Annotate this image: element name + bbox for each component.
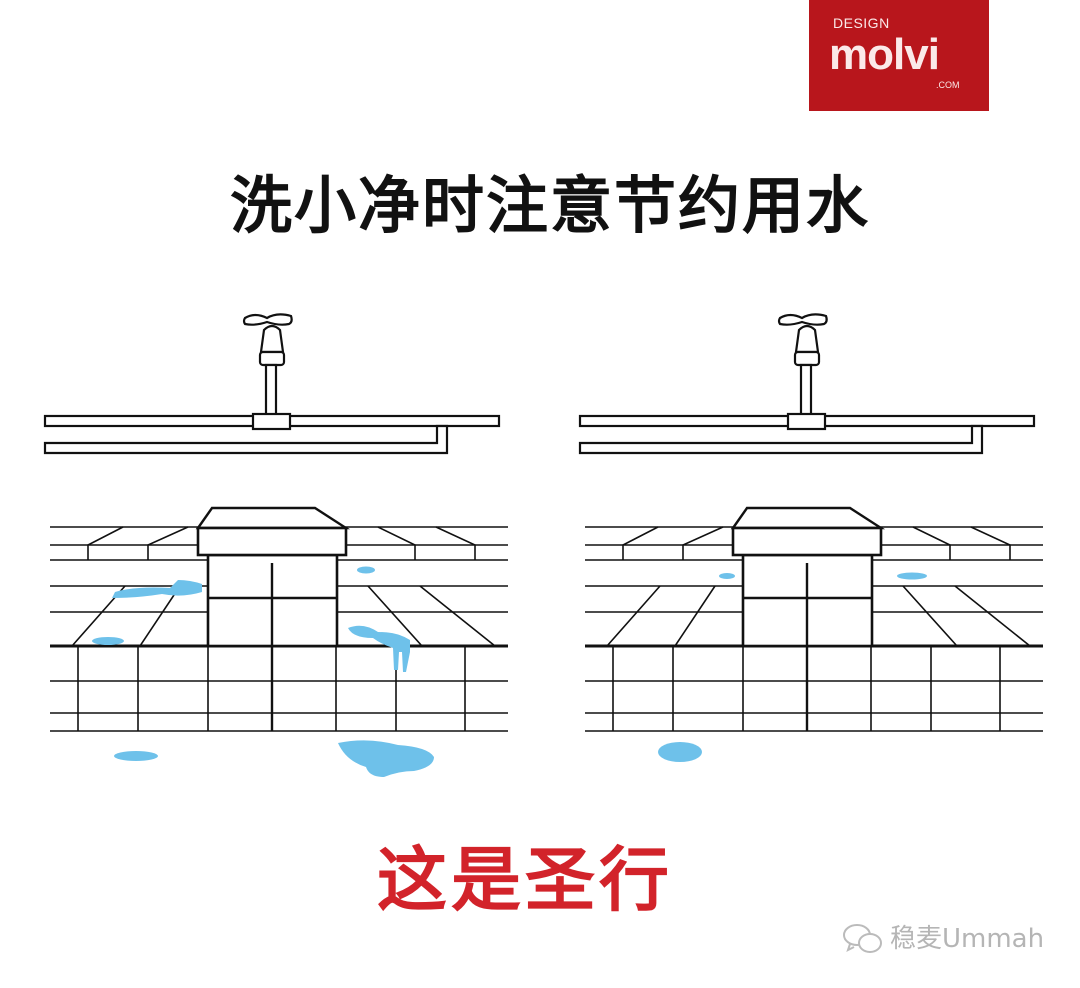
wasteful-scene (43, 312, 510, 733)
logo-com: .COM (936, 80, 960, 90)
page-title: 洗小净时注意节约用水 (229, 169, 870, 242)
water-puddles (92, 566, 927, 777)
wechat-icon (843, 924, 882, 953)
watermark-text: 稳麦Ummah (890, 924, 1045, 954)
subtitle: 这是圣行 (377, 839, 673, 921)
logo-design: DESIGN (833, 15, 890, 31)
watermark: 稳麦Ummah (842, 922, 1044, 956)
brand-logo: DESIGN molvi .COM (809, 0, 989, 111)
economical-scene (578, 312, 1045, 733)
logo-molvi: molvi (829, 30, 940, 79)
